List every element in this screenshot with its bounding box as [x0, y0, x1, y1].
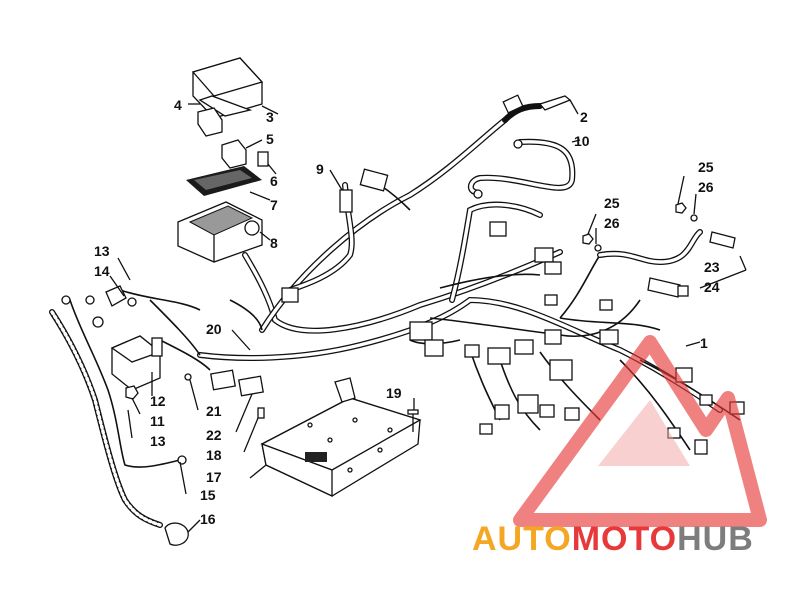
watermark-auto: AUTO [472, 520, 572, 558]
connector-harness-top [359, 168, 411, 211]
mounting-plate-17 [260, 377, 422, 498]
callout-17: 17 [206, 469, 222, 485]
svg-text:AUTOMOTOHUB: AUTOMOTOHUB [472, 520, 754, 558]
boot-16 [164, 522, 189, 546]
callout-25-right: 25 [698, 159, 714, 175]
callout-18: 18 [206, 447, 222, 463]
callout-21: 21 [206, 403, 222, 419]
callout-13-bottom: 13 [150, 433, 166, 449]
watermark-text: AUTOMOTOHUB [472, 520, 754, 558]
screw-19 [407, 409, 419, 432]
watermark-moto: MOTO [572, 520, 677, 558]
callout-26-right: 26 [698, 179, 714, 195]
callout-11: 11 [150, 413, 165, 429]
callout-3: 3 [266, 109, 274, 125]
callout-23: 23 [704, 259, 720, 275]
relay-5 [221, 139, 247, 169]
callout-2: 2 [580, 109, 588, 125]
fuse-panel-7 [186, 166, 262, 196]
fuse-box-cover [191, 57, 264, 119]
ground-cable-10 [467, 138, 576, 199]
leader-lines [109, 99, 747, 533]
callout-8: 8 [270, 235, 278, 251]
callout-12: 12 [150, 393, 166, 409]
watermark-hub: HUB [677, 520, 754, 558]
callout-25-left: 25 [604, 195, 620, 211]
callout-1: 1 [700, 335, 708, 351]
main-harness [119, 117, 741, 451]
callout-6: 6 [270, 173, 278, 189]
callout-26-left: 26 [604, 215, 620, 231]
callout-5: 5 [266, 131, 274, 147]
callout-13-top: 13 [94, 243, 110, 259]
callout-9: 9 [316, 161, 324, 177]
sensor-23 [597, 229, 736, 266]
callout-22: 22 [206, 427, 222, 443]
callout-10: 10 [574, 133, 590, 149]
callout-4: 4 [174, 97, 182, 113]
callout-labels: 1 2 3 4 5 6 7 8 9 10 11 12 13 13 14 15 1… [94, 97, 720, 527]
connector-2 [502, 94, 572, 123]
callout-14: 14 [94, 263, 110, 279]
callout-15: 15 [200, 487, 216, 503]
callout-7: 7 [270, 197, 278, 213]
solenoid-assembly [85, 285, 163, 400]
callout-16: 16 [200, 511, 216, 527]
callout-24: 24 [704, 279, 720, 295]
watermark-logo [513, 335, 767, 527]
nut-25-26-right [582, 202, 698, 252]
sensor-9 [281, 182, 355, 303]
connectors-21-22 [184, 369, 265, 419]
sensor-24 [647, 277, 689, 298]
callout-19: 19 [386, 385, 402, 401]
callout-20: 20 [206, 321, 222, 337]
fuse-block-8 [177, 201, 263, 263]
relay-small [197, 107, 223, 137]
battery-cable-15 [49, 295, 187, 528]
fuse-6 [257, 151, 269, 167]
